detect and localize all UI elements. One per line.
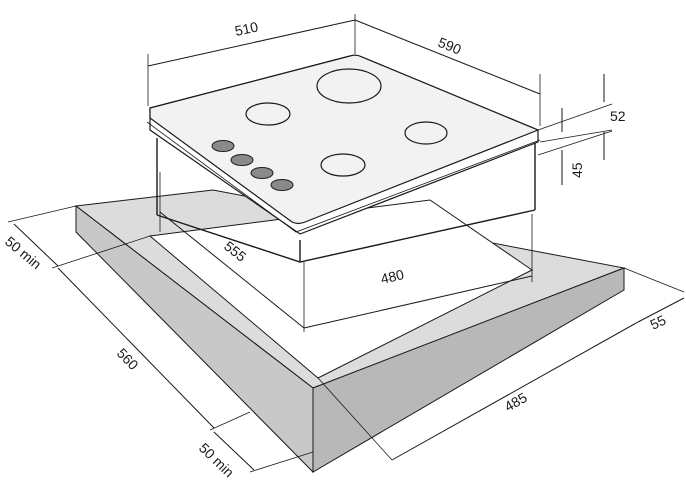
burner-rear-large xyxy=(316,68,382,104)
control-knobs xyxy=(211,140,294,191)
label-worktop-front-margin: 55 xyxy=(648,312,669,333)
label-min-margin-front: 50 min xyxy=(196,440,237,481)
burner-right xyxy=(404,121,448,145)
knob-4 xyxy=(270,179,294,191)
burners xyxy=(245,68,448,177)
hob-body xyxy=(156,138,536,263)
label-top-width: 510 xyxy=(233,18,259,39)
knob-1 xyxy=(211,140,235,152)
label-cutout-width: 480 xyxy=(379,266,406,287)
label-cutout-width-bottom: 485 xyxy=(502,389,530,415)
worktop-side-face xyxy=(312,267,625,473)
burner-left xyxy=(245,102,291,126)
label-height-total: 52 xyxy=(610,108,626,124)
label-min-margin-back: 50 min xyxy=(2,233,44,272)
knob-3 xyxy=(250,167,274,179)
burner-front xyxy=(320,153,366,177)
label-height-body: 45 xyxy=(569,162,585,178)
dimension-lines xyxy=(7,14,685,473)
hob-glass-top xyxy=(146,54,541,235)
knob-2 xyxy=(230,154,254,166)
